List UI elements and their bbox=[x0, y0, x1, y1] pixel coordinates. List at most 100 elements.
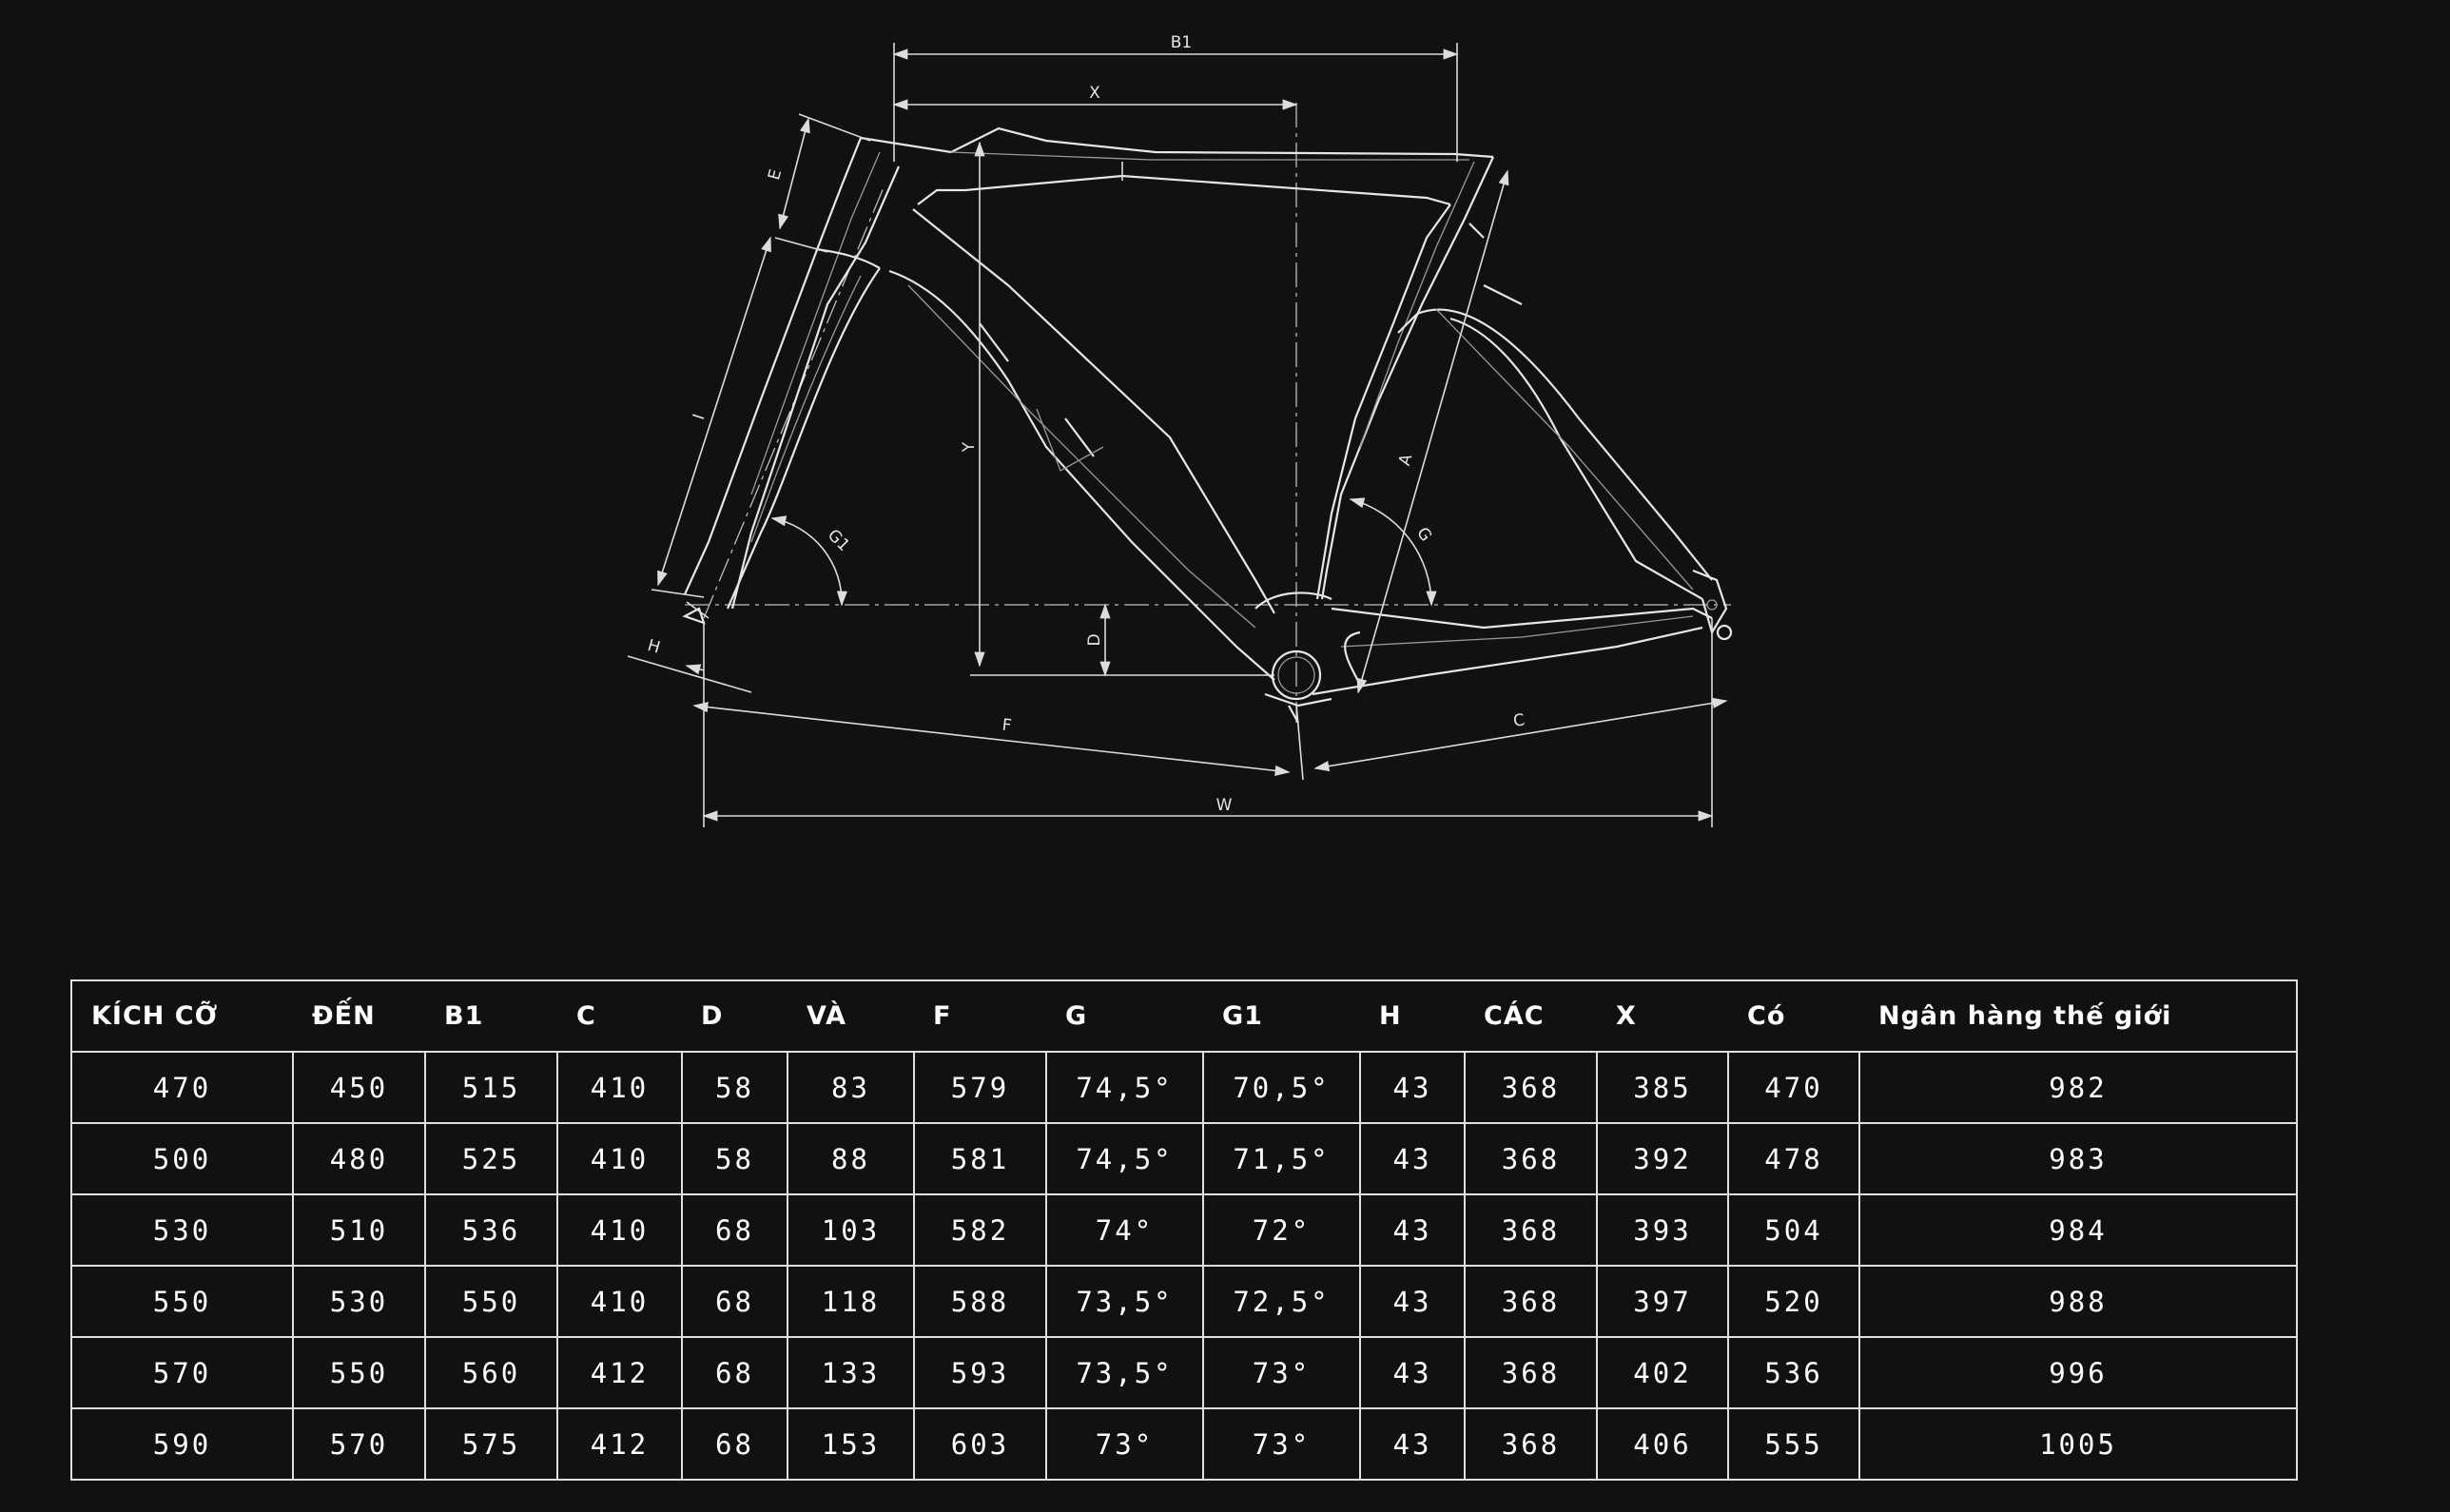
table-cell: 43 bbox=[1359, 1051, 1466, 1124]
col-header: G bbox=[1046, 980, 1203, 1053]
table-cell: 402 bbox=[1596, 1336, 1729, 1409]
dim-g bbox=[1349, 497, 1437, 607]
table-cell: 153 bbox=[787, 1407, 915, 1481]
table-cell: 118 bbox=[787, 1265, 915, 1338]
table-cell: 368 bbox=[1464, 1336, 1598, 1409]
table-cell: 68 bbox=[681, 1407, 788, 1481]
col-header: G1 bbox=[1203, 980, 1360, 1053]
table-cell: 470 bbox=[1727, 1051, 1860, 1124]
table-cell: 590 bbox=[70, 1407, 294, 1481]
table-cell: 500 bbox=[70, 1122, 294, 1195]
dim-w-label: W bbox=[1216, 796, 1233, 815]
rear-dropout bbox=[1692, 569, 1728, 635]
fork-blade bbox=[726, 267, 881, 610]
frame-drawing: B1 X Y D E I G1 G A H F C W bbox=[627, 33, 1733, 827]
table-cell: 560 bbox=[424, 1336, 558, 1409]
table-cell: 550 bbox=[424, 1265, 558, 1338]
table-cell: 58 bbox=[681, 1122, 788, 1195]
dim-a-label: A bbox=[1395, 452, 1417, 468]
dim-f-label: F bbox=[1001, 716, 1013, 736]
table-cell: 450 bbox=[292, 1051, 426, 1124]
col-header: KÍCH CỠ bbox=[71, 980, 293, 1053]
col-header: C bbox=[557, 980, 682, 1053]
seat-tube-rear bbox=[1315, 204, 1451, 600]
table-cell: 412 bbox=[556, 1407, 683, 1481]
col-header: VÀ bbox=[788, 980, 914, 1053]
table-cell: 73° bbox=[1202, 1336, 1361, 1409]
table-cell: 368 bbox=[1464, 1051, 1598, 1124]
dim-h-label: H bbox=[645, 636, 662, 658]
table-cell: 983 bbox=[1858, 1122, 2298, 1195]
table-cell: 368 bbox=[1464, 1122, 1598, 1195]
table-cell: 520 bbox=[1727, 1265, 1860, 1338]
table-cell: 68 bbox=[681, 1193, 788, 1267]
table-cell: 43 bbox=[1359, 1122, 1466, 1195]
dim-g-label: G bbox=[1412, 524, 1435, 545]
table-cell: 133 bbox=[787, 1336, 915, 1409]
table-cell: 368 bbox=[1464, 1407, 1598, 1481]
dim-g1 bbox=[770, 515, 848, 607]
table-cell: 385 bbox=[1596, 1051, 1729, 1124]
table-cell: 412 bbox=[556, 1336, 683, 1409]
dim-x-label: X bbox=[1089, 84, 1100, 103]
table-cell: 68 bbox=[681, 1336, 788, 1409]
dim-h bbox=[685, 664, 705, 675]
table-cell: 1005 bbox=[1858, 1407, 2298, 1481]
table-cell: 72,5° bbox=[1202, 1265, 1361, 1338]
frame-geometry-diagram: B1 X Y D E I G1 G A H F C W bbox=[627, 33, 1733, 827]
table-cell: 588 bbox=[913, 1265, 1047, 1338]
table-cell: 410 bbox=[556, 1265, 683, 1338]
table-cell: 570 bbox=[70, 1336, 294, 1409]
col-header: Có bbox=[1728, 980, 1859, 1053]
head-tube-front bbox=[683, 137, 863, 595]
table-cell: 397 bbox=[1596, 1265, 1729, 1338]
dim-d-label: D bbox=[1085, 633, 1104, 646]
down-tube-lower bbox=[888, 269, 1275, 681]
table-cell: 73° bbox=[1202, 1407, 1361, 1481]
table-cell: 478 bbox=[1727, 1122, 1860, 1195]
top-tube-lower bbox=[917, 174, 1451, 206]
table-cell: 570 bbox=[292, 1407, 426, 1481]
col-header: H bbox=[1360, 980, 1465, 1053]
dim-c bbox=[1313, 697, 1728, 772]
dim-c-label: C bbox=[1512, 710, 1526, 731]
table-cell: 88 bbox=[787, 1122, 915, 1195]
table-cell: 581 bbox=[913, 1122, 1047, 1195]
table-cell: 550 bbox=[292, 1336, 426, 1409]
table-cell: 579 bbox=[913, 1051, 1047, 1124]
col-header: B1 bbox=[425, 980, 557, 1053]
table-cell: 480 bbox=[292, 1122, 426, 1195]
table-cell: 392 bbox=[1596, 1122, 1729, 1195]
table-cell: 982 bbox=[1858, 1051, 2298, 1124]
col-header: ĐẾN bbox=[293, 980, 425, 1053]
seat-tube-front bbox=[1320, 156, 1494, 600]
dim-i bbox=[657, 236, 771, 587]
table-cell: 575 bbox=[424, 1407, 558, 1481]
table-cell: 58 bbox=[681, 1051, 788, 1124]
table-cell: 555 bbox=[1727, 1407, 1860, 1481]
table-cell: 83 bbox=[787, 1051, 915, 1124]
table-cell: 536 bbox=[424, 1193, 558, 1267]
table-cell: 68 bbox=[681, 1265, 788, 1338]
table-cell: 504 bbox=[1727, 1193, 1860, 1267]
dim-a bbox=[1356, 169, 1509, 694]
dim-y-label: Y bbox=[960, 441, 979, 453]
dim-g1-label: G1 bbox=[824, 526, 853, 555]
table-cell: 530 bbox=[292, 1265, 426, 1338]
table-cell: 410 bbox=[556, 1193, 683, 1267]
geometry-table: KÍCH CỠ ĐẾN B1 C D VÀ F G G1 H CÁC X Có … bbox=[70, 979, 2298, 1481]
table-cell: 996 bbox=[1858, 1336, 2298, 1409]
table-cell: 72° bbox=[1202, 1193, 1361, 1267]
table-cell: 603 bbox=[913, 1407, 1047, 1481]
table-cell: 43 bbox=[1359, 1265, 1466, 1338]
table-cell: 550 bbox=[70, 1265, 294, 1338]
table-cell: 71,5° bbox=[1202, 1122, 1361, 1195]
table-cell: 984 bbox=[1858, 1193, 2298, 1267]
table-cell: 410 bbox=[556, 1051, 683, 1124]
top-tube-inner bbox=[950, 151, 1469, 161]
